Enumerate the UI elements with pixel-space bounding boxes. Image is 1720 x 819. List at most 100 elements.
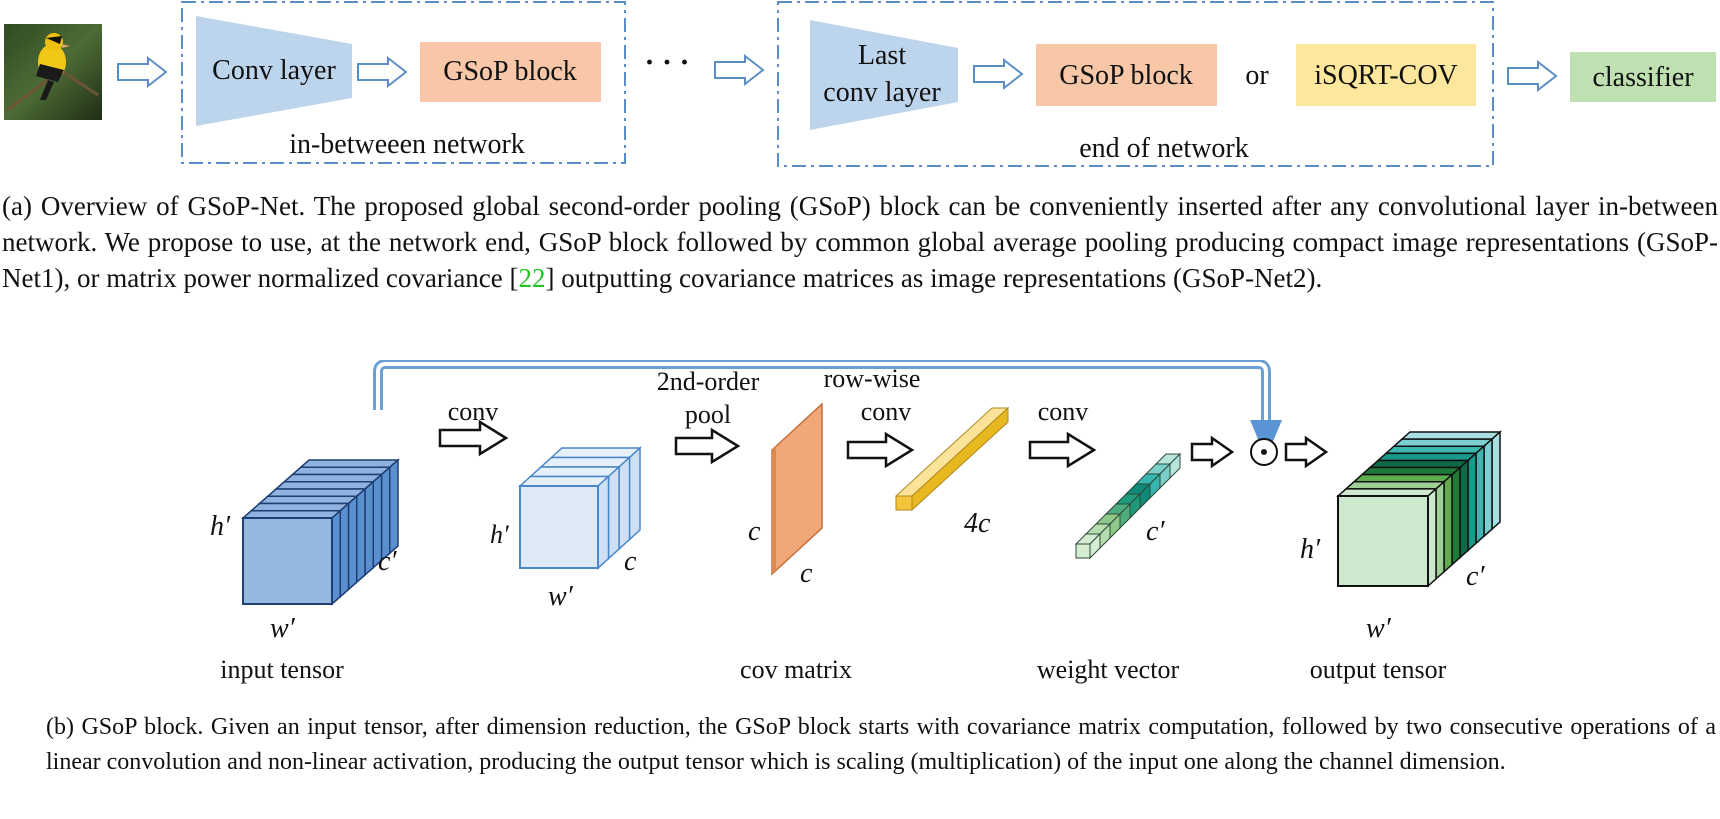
output-slice-side	[1467, 451, 1477, 553]
output-slice-side	[1491, 430, 1501, 531]
weight-c-label: c′	[1146, 516, 1165, 547]
output-tensor-label: output tensor	[1310, 655, 1447, 684]
input-w-label: w′	[270, 613, 296, 644]
weight-vector-shape	[1074, 452, 1182, 560]
input-slice-side	[331, 509, 341, 606]
end-of-network-label: end of network	[1079, 133, 1249, 164]
mid-tensor-front	[519, 485, 599, 569]
gsop-block-1	[420, 42, 601, 102]
mid-slice-top	[518, 475, 611, 487]
caption-a: (a) Overview of GSoP-Net. The proposed g…	[2, 188, 1718, 296]
input-slice-top	[290, 466, 392, 476]
input-slice-top	[274, 481, 376, 490]
ellipsis: · · ·	[644, 46, 689, 79]
weight-vector-label: weight vector	[1037, 655, 1180, 684]
output-slice-top	[1392, 438, 1494, 447]
input-slice-top	[265, 488, 367, 497]
mid-w-label: w′	[548, 581, 574, 612]
scale-arrow-1	[1190, 435, 1235, 469]
conv-label-2: conv	[1038, 397, 1089, 426]
conv-arrow-2	[1028, 431, 1097, 469]
mid-c-label: c	[624, 546, 637, 577]
flow-arrow	[973, 57, 1024, 91]
end-of-network-box	[777, 1, 1494, 167]
gsop-block-2-label: GSoP block	[1059, 60, 1193, 91]
input-slice-top	[257, 495, 359, 505]
gsop-net-overview-diagram: Conv layer GSoP block in-betweeen networ…	[4, 1, 1716, 167]
output-slice-side	[1443, 472, 1453, 574]
output-slice-top	[1376, 452, 1478, 462]
output-c-label: c′	[1466, 561, 1485, 592]
flow-arrow	[357, 55, 408, 89]
rowwise-conv-arrow	[846, 431, 915, 469]
output-slice-top	[1336, 488, 1438, 497]
caption-a-text-end: ] outputting covariance matrices as imag…	[545, 263, 1323, 293]
output-slice-side	[1427, 487, 1437, 588]
cov-matrix-shape	[771, 402, 823, 576]
bird-input-image	[4, 24, 102, 120]
output-slice-top	[1360, 466, 1462, 476]
conv-label-1: conv	[448, 397, 499, 426]
mid-slice-top	[539, 456, 632, 468]
citation-link[interactable]: 22	[518, 263, 546, 293]
conv-layer-trapezoid	[196, 16, 352, 126]
reduced-tensor	[518, 446, 642, 570]
input-tensor-front	[242, 517, 333, 605]
four-c-label: 4c	[964, 508, 991, 539]
caption-a-text: (a) Overview of GSoP-Net. The proposed g…	[2, 191, 1718, 293]
in-between-network-label: in-betweeen network	[289, 129, 525, 160]
output-slice-top	[1400, 431, 1502, 440]
hadamard-dot	[1261, 449, 1267, 455]
last-conv-layer-trapezoid	[810, 20, 958, 130]
mid-slice-side	[597, 474, 610, 570]
input-slice-top	[241, 510, 343, 519]
input-tensor-label: input tensor	[220, 655, 344, 684]
rowwise-conv-bar	[894, 406, 1010, 512]
mid-slice-top	[528, 466, 621, 478]
conv-arrow-1	[438, 419, 509, 457]
output-slice-side	[1483, 437, 1493, 538]
input-slice-side	[347, 494, 358, 592]
cov-c-label-bottom: c	[800, 558, 813, 589]
rowwise-label-line2: conv	[861, 397, 912, 426]
conv-layer-label: Conv layer	[212, 55, 336, 86]
cov-c-label-left: c	[748, 516, 761, 547]
weight-cell-front	[1075, 543, 1091, 559]
output-slice-side	[1435, 480, 1445, 581]
cov-matrix-label: cov matrix	[740, 655, 852, 684]
pool-arrow	[674, 427, 741, 465]
or-label: or	[1245, 60, 1269, 91]
mid-slice-top	[549, 447, 642, 459]
pool-label-line2: pool	[685, 400, 731, 429]
isqrt-cov-label: iSQRT-COV	[1314, 60, 1458, 91]
output-slice-top	[1368, 459, 1470, 469]
output-h-label: h′	[1300, 534, 1321, 565]
flow-arrow	[714, 53, 765, 87]
rowwise-label-line1: row-wise	[824, 364, 921, 393]
input-slice-top	[298, 459, 400, 468]
last-conv-layer-label-line1: Last	[858, 40, 906, 71]
flow-arrow	[117, 55, 168, 89]
gsop-block-diagram: h′ w′ c′ input tensor conv h′ w′ c 2nd-o…	[210, 360, 1502, 684]
mid-slice-side	[618, 455, 631, 551]
input-slice-top	[249, 502, 351, 512]
output-tensor-front	[1337, 495, 1429, 587]
output-slice-top	[1344, 481, 1446, 490]
pool-label-line1: 2nd-order	[657, 367, 760, 396]
input-tensor-slices	[241, 458, 400, 606]
output-tensor	[1336, 430, 1502, 588]
classifier-box	[1570, 52, 1716, 102]
in-between-network-box	[181, 1, 626, 164]
gsop-block-2	[1036, 44, 1217, 106]
isqrt-cov-box	[1296, 44, 1476, 106]
last-conv-layer-label-line2: conv layer	[823, 77, 941, 108]
output-w-label: w′	[1366, 613, 1392, 644]
output-slice-top	[1352, 473, 1454, 483]
input-slice-side	[389, 458, 399, 555]
input-slice-side	[356, 487, 366, 584]
caption-b: (b) GSoP block. Given an input tensor, a…	[46, 714, 1716, 775]
classifier-label: classifier	[1592, 62, 1694, 93]
input-h-label: h′	[210, 511, 231, 542]
input-slice-side	[364, 480, 374, 577]
input-slice-side	[339, 501, 350, 599]
